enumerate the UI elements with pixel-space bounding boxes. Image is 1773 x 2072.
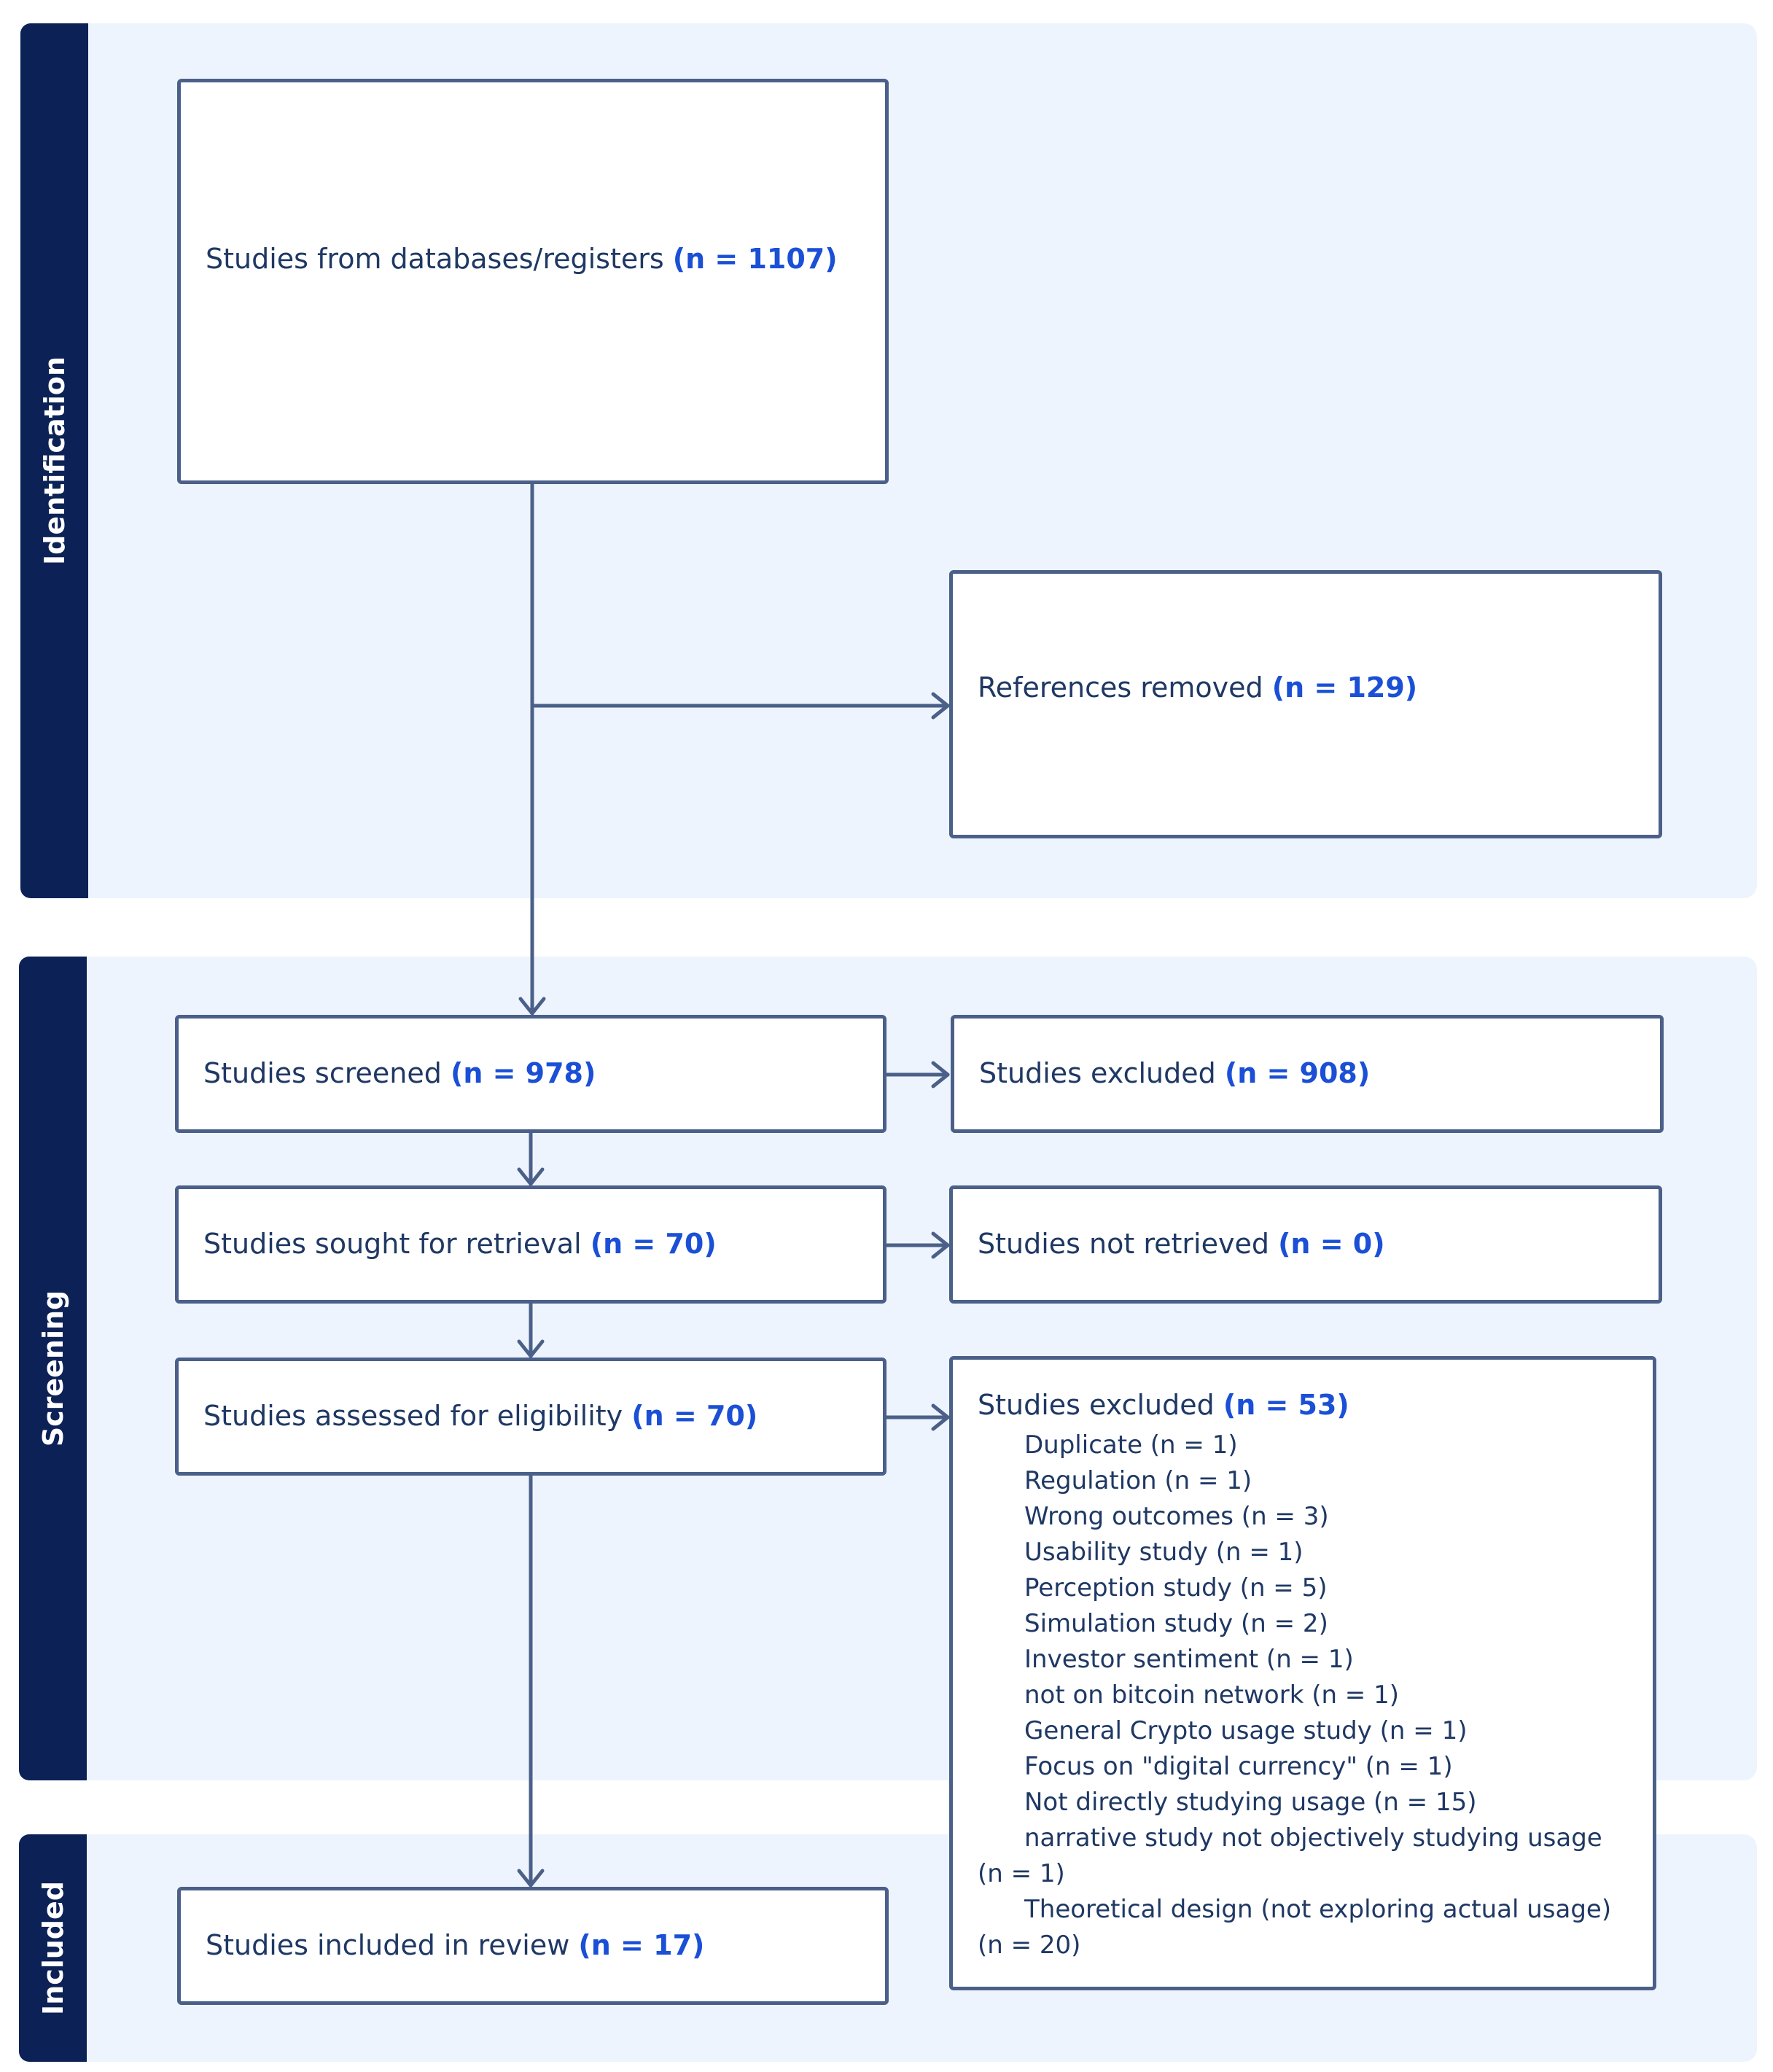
exclusion-reason: Not directly studying usage (n = 15) bbox=[1024, 1788, 1477, 1818]
exclusion-reason: Wrong outcomes (n = 3) bbox=[1024, 1502, 1329, 1532]
exclusion-reason: not on bitcoin network (n = 1) bbox=[1024, 1680, 1400, 1710]
databases-count: (n = 1107) bbox=[672, 243, 838, 276]
studies-screened-label: Studies screened bbox=[203, 1057, 442, 1090]
studies-sought-box: Studies sought for retrieval (n = 70) bbox=[175, 1185, 886, 1304]
arrowhead-screened bbox=[518, 997, 546, 1016]
exclusion-reason: Regulation (n = 1) bbox=[1024, 1466, 1252, 1496]
included-phase-label: Included bbox=[19, 1834, 87, 2062]
references-removed-label: References removed bbox=[978, 671, 1263, 704]
exclusion-reason: General Crypto usage study (n = 1) bbox=[1024, 1716, 1468, 1746]
studies-excluded-eligibility-count: (n = 53) bbox=[1223, 1389, 1349, 1421]
studies-sought-count: (n = 70) bbox=[590, 1228, 717, 1261]
identification-phase-label: Identification bbox=[20, 23, 88, 898]
studies-excluded-eligibility-box: Studies excluded (n = 53) Duplicate (n =… bbox=[949, 1356, 1656, 1990]
arrowhead-included bbox=[517, 1869, 545, 1888]
studies-not-retrieved-label: Studies not retrieved bbox=[978, 1228, 1269, 1261]
studies-assessed-label: Studies assessed for eligibility bbox=[203, 1400, 623, 1433]
exclusion-reason: Simulation study (n = 2) bbox=[1024, 1609, 1328, 1639]
references-removed-count: (n = 129) bbox=[1271, 671, 1418, 704]
studies-included-box: Studies included in review (n = 17) bbox=[177, 1887, 889, 2005]
arrowhead-removed bbox=[931, 692, 950, 720]
databases-label: Studies from databases/registers bbox=[206, 243, 664, 276]
studies-not-retrieved-box: Studies not retrieved (n = 0) bbox=[949, 1185, 1662, 1304]
databases-box: Studies from databases/registers (n = 11… bbox=[177, 79, 889, 484]
studies-screened-box: Studies screened (n = 978) bbox=[175, 1015, 886, 1133]
studies-assessed-box: Studies assessed for eligibility (n = 70… bbox=[175, 1358, 886, 1476]
studies-screened-count: (n = 978) bbox=[450, 1057, 596, 1090]
studies-sought-label: Studies sought for retrieval bbox=[203, 1228, 582, 1261]
screening-phase-label: Screening bbox=[19, 957, 87, 1780]
exclusion-reason: Usability study (n = 1) bbox=[1024, 1538, 1304, 1567]
studies-excluded-eligibility-label: Studies excluded bbox=[978, 1389, 1215, 1421]
exclusion-reason: narrative study not objectively studying… bbox=[978, 1823, 1602, 1889]
studies-included-label: Studies included in review bbox=[206, 1929, 570, 1962]
studies-included-count: (n = 17) bbox=[578, 1929, 705, 1962]
studies-excluded-screening-label: Studies excluded bbox=[979, 1057, 1216, 1090]
arrowhead-not-retrieved bbox=[931, 1231, 950, 1259]
exclusion-reason: Theoretical design (not exploring actual… bbox=[978, 1895, 1612, 1960]
exclusion-reason: Focus on "digital currency" (n = 1) bbox=[1024, 1752, 1453, 1782]
arrowhead-eligibility bbox=[517, 1339, 545, 1358]
studies-assessed-count: (n = 70) bbox=[631, 1400, 758, 1433]
exclusion-reason: Perception study (n = 5) bbox=[1024, 1573, 1328, 1603]
studies-not-retrieved-count: (n = 0) bbox=[1278, 1228, 1385, 1261]
arrowhead-excluded-screening bbox=[931, 1061, 950, 1088]
exclusion-reason: Investor sentiment (n = 1) bbox=[1024, 1645, 1354, 1675]
arrowhead-retrieval bbox=[517, 1167, 545, 1186]
exclusion-reason: Duplicate (n = 1) bbox=[1024, 1430, 1238, 1460]
references-removed-box: References removed (n = 129) bbox=[949, 570, 1662, 838]
studies-excluded-screening-count: (n = 908) bbox=[1224, 1057, 1371, 1090]
arrowhead-excluded-eligibility bbox=[931, 1403, 950, 1431]
exclusion-reasons-list: Duplicate (n = 1) Regulation (n = 1) Wro… bbox=[978, 1428, 1624, 1963]
studies-excluded-screening-box: Studies excluded (n = 908) bbox=[951, 1015, 1664, 1133]
